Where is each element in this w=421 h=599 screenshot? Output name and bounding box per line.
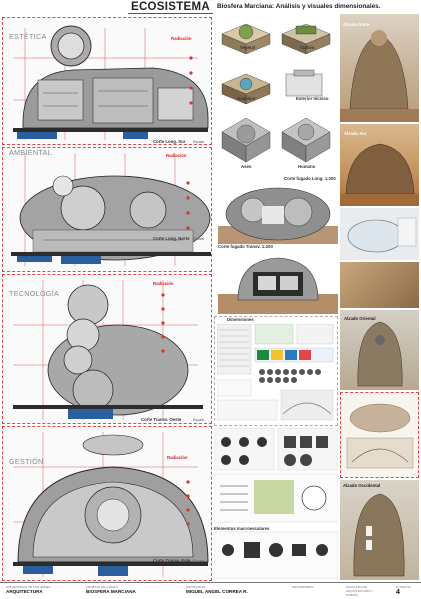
footer-work-title: TRABAJO DE GRADO — [86, 585, 118, 589]
iso-label: Exterior técnico — [296, 96, 329, 101]
radiation-tag: Radiación — [166, 153, 187, 158]
section-panel-gestion: GESTIÓN Radiación Corte Transv. Este Esc… — [2, 426, 212, 581]
long-section-label: Corte fugado Long. 1:200 — [284, 176, 336, 181]
footer-plate-value: 4 — [396, 589, 400, 596]
section-label-gestion: GESTIÓN — [9, 457, 44, 466]
scale-ref: Escala — [193, 237, 204, 241]
photo-label: Alzado Norte — [343, 22, 370, 27]
radiation-tag: Radiación — [153, 281, 174, 286]
footer-work-value: BIOSFERA MARCIANA — [86, 589, 136, 594]
footer-advisor-title: PROFESORES — [292, 585, 314, 589]
footer-author-title: ESTUDIANTE — [186, 585, 206, 589]
iso-label: Humano — [298, 164, 316, 169]
footer-institution-title: UNIVERSIDAD DE LOS ANDES — [6, 585, 51, 589]
scale-ref: Escala — [193, 140, 204, 144]
diagram-sketches — [214, 428, 338, 579]
detail-photo-surface — [340, 262, 419, 308]
section-panel-tecnologia: TECNOLOGÍA Radiación Corte Transv. Oeste… — [2, 274, 212, 424]
poster-footer: UNIVERSIDAD DE LOS ANDES ARQUITECTURA TR… — [0, 582, 421, 599]
radiation-tag: Radiación — [167, 455, 188, 460]
long-section-render — [218, 187, 338, 244]
section-caption: Corte Long. Norte — [153, 236, 190, 241]
elevation-photo-east — [340, 310, 419, 390]
section-panel-ambiental: AMBIENTAL Radiación Corte Long. Norte Es… — [2, 147, 212, 272]
section-caption: Corte Long. Sur — [153, 139, 186, 144]
section-panel-estetica: ESTÉTICA Radiación Corte Long. Sur Escal… — [2, 17, 212, 145]
footer-faculty-title: FACULTAD DE ARQUITECTURA Y DISEÑO — [346, 585, 374, 597]
scale-ref: Escala — [193, 418, 204, 422]
dimensions-panel — [214, 316, 338, 426]
radiation-tag: Radiación — [171, 36, 192, 41]
macro-elements-label: Elementos macroescalares — [214, 526, 270, 531]
iso-label: Vegetal — [240, 45, 256, 50]
photo-label: Alzado Sur — [344, 131, 367, 136]
detail-photo-window — [340, 208, 419, 260]
section-drawing-tecnologia — [13, 280, 203, 420]
sketch-drawings — [346, 403, 414, 469]
poster-subtitle: Biosfera Marciana: Análisis y visuales d… — [217, 3, 381, 10]
iso-label: Aseo — [241, 164, 252, 169]
dimensions-label: Dimensiones — [227, 317, 254, 322]
scale-ref: Escala — [193, 559, 204, 563]
elevation-photo-west — [340, 480, 419, 580]
elevation-photo-south — [340, 124, 419, 206]
section-drawing-ambiental — [11, 153, 211, 266]
section-caption: Corte Transv. Este — [153, 558, 191, 563]
section-drawing-estetica — [13, 25, 209, 140]
footer-author-value: MIGUEL ANGEL CORREA R. — [186, 589, 248, 594]
trans-section-label: Corte fugado Transv. 1:200 — [218, 244, 273, 249]
section-label-ambiental: AMBIENTAL — [9, 148, 52, 157]
section-label-tecnologia: TECNOLOGÍA — [9, 289, 60, 298]
photo-label: Alzado Oriental — [344, 316, 376, 321]
iso-label: Acuático — [237, 96, 256, 101]
poster-title: ECOSISTEMA — [128, 0, 213, 14]
section-label-estetica: ESTÉTICA — [9, 32, 47, 41]
iso-label: Cultivo — [300, 45, 315, 50]
elevation-photo-north — [340, 14, 419, 122]
trans-section-render — [218, 257, 338, 314]
iso-renders — [221, 23, 331, 163]
footer-plate-title: PLANCHA — [396, 585, 411, 589]
dimensions-diagrams — [217, 324, 334, 421]
photo-label: Alzado Occidental — [343, 483, 381, 488]
section-drawing-gestion — [13, 432, 209, 577]
section-caption: Corte Transv. Oeste — [141, 417, 182, 422]
footer-institution-value: ARQUITECTURA — [6, 589, 43, 594]
